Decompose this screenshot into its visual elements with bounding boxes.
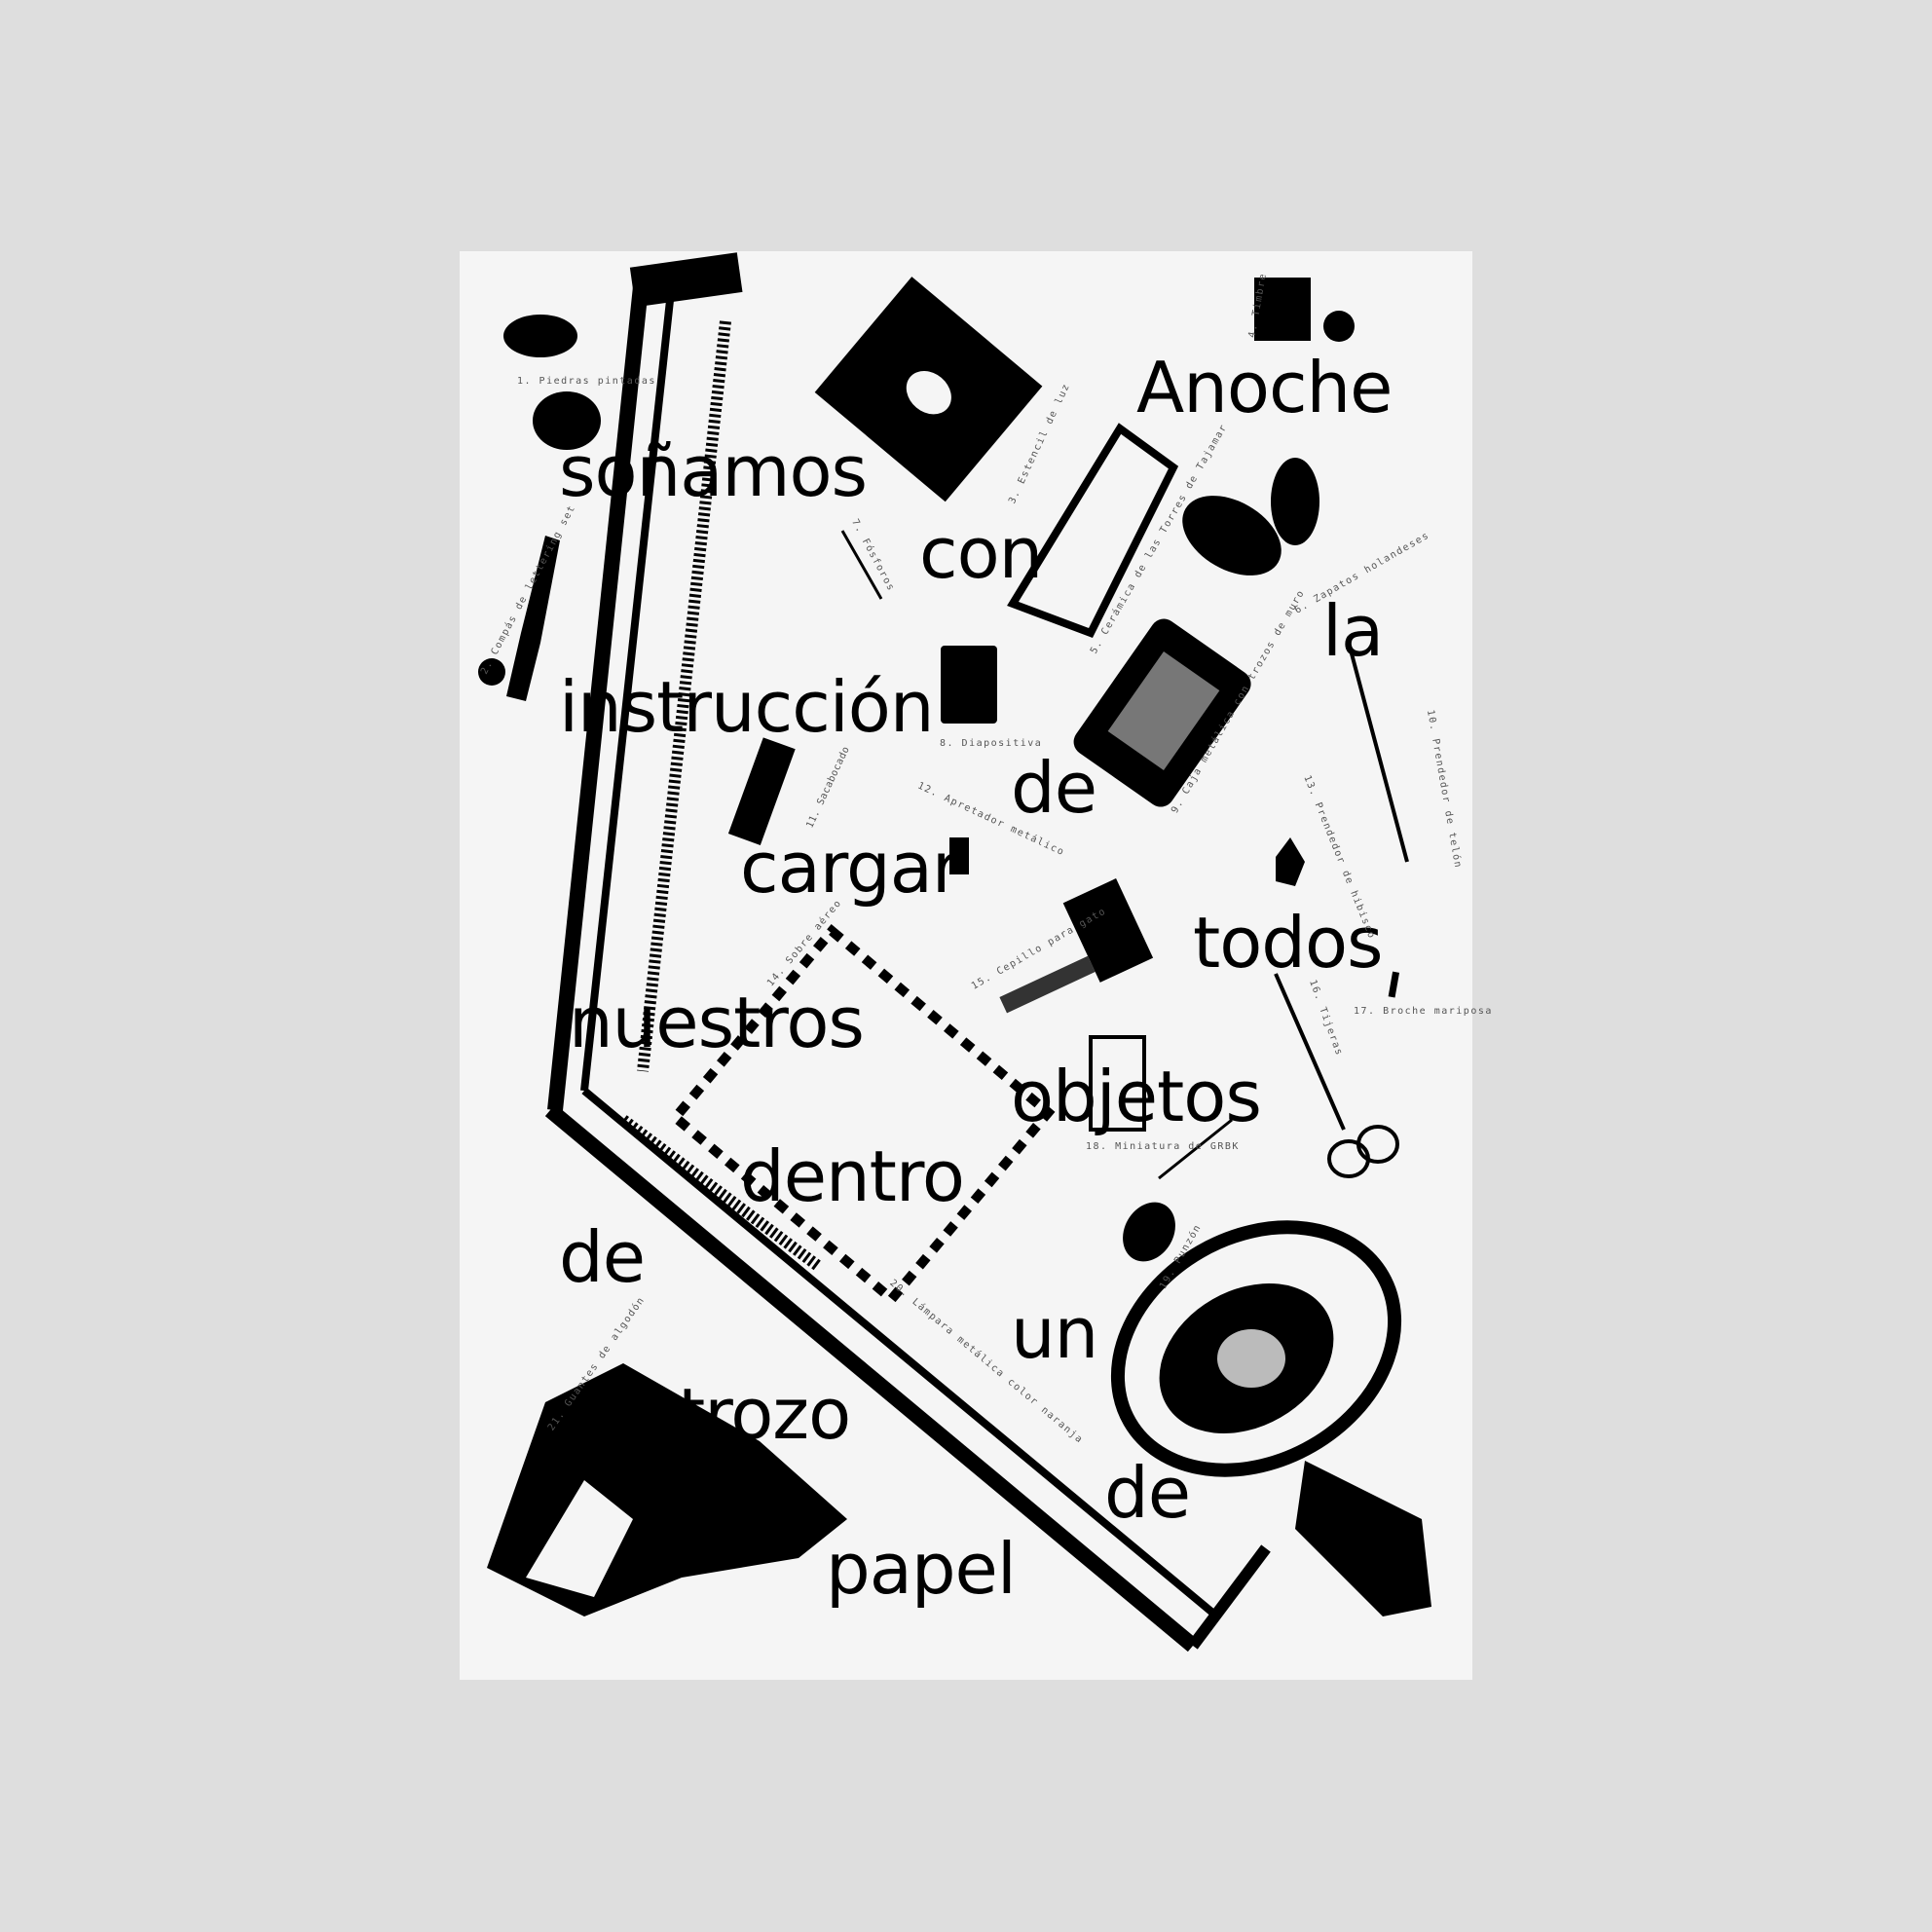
binder-clip: [949, 837, 969, 874]
object-caption: 17. Broche mariposa: [1354, 1006, 1493, 1017]
poem-word: trozo: [678, 1373, 851, 1455]
awl: [1158, 1118, 1233, 1180]
scissors: [1274, 973, 1399, 1178]
stamp: [1254, 278, 1311, 341]
hole-punch: [727, 737, 796, 845]
poem-word: nuestros: [569, 982, 865, 1063]
poem-word: cargar: [740, 827, 960, 909]
poem-word: de: [559, 1216, 646, 1298]
lettering-compass: [506, 536, 560, 701]
slide: [941, 646, 997, 724]
poem-word: instrucción: [559, 666, 934, 748]
butterfly-brooch: [1388, 971, 1400, 998]
poem-word: papel: [826, 1528, 1017, 1610]
poem-word: de: [1011, 747, 1097, 829]
poem-word: dentro: [740, 1135, 965, 1217]
lamp-head: [1110, 1220, 1431, 1616]
object-caption: 18. Miniatura de GRBK: [1086, 1141, 1240, 1152]
poem-word: la: [1322, 590, 1384, 672]
object-caption: 1. Piedras pintadas: [517, 376, 656, 387]
poem-word: de: [1104, 1452, 1191, 1534]
air-envelope: [668, 923, 1056, 1307]
object-caption: 8. Diapositiva: [940, 738, 1043, 749]
light-stencil: [814, 277, 1043, 502]
metal-box: [1073, 618, 1251, 807]
poem-word: un: [1011, 1292, 1098, 1374]
hibiscus-pin: [1276, 837, 1305, 886]
ceramic-piece: [1007, 423, 1179, 639]
poem-word: soñamos: [559, 430, 868, 512]
poem-word: con: [919, 512, 1043, 594]
painted-stone: [503, 315, 577, 357]
telon-pin: [1347, 642, 1409, 863]
cat-brush: [999, 878, 1154, 1014]
painted-stone: [533, 391, 601, 450]
miniature: [1089, 1035, 1146, 1132]
poem-word: objetos: [1011, 1056, 1262, 1137]
poem-word: Anoche: [1136, 347, 1393, 428]
lamp-arm: [544, 252, 1271, 1653]
poem-word: todos: [1193, 902, 1384, 984]
matches: [840, 530, 883, 600]
dutch-shoes: [1182, 496, 1282, 576]
